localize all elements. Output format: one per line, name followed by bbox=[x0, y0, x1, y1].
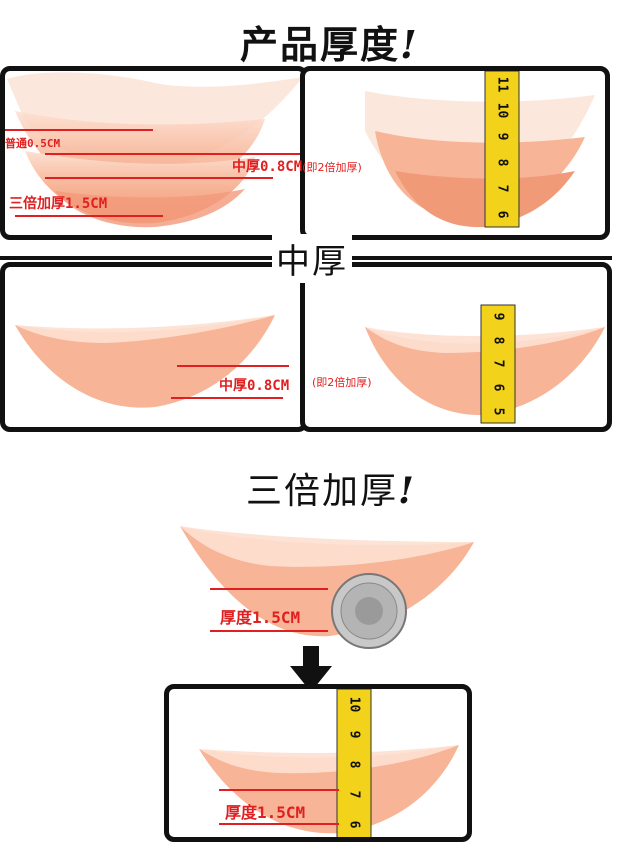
line-normal bbox=[5, 129, 153, 131]
tape-num: 7 bbox=[346, 790, 362, 798]
tape-num: 9 bbox=[346, 730, 362, 738]
line-mid-pad-bottom bbox=[171, 397, 283, 399]
label-mid-2: 中厚0.8CM bbox=[219, 375, 289, 395]
mid-pad-illustration bbox=[15, 315, 275, 408]
exclaim-mark: ! bbox=[398, 470, 416, 512]
tape-measure bbox=[484, 71, 520, 228]
tape-num: 8 bbox=[494, 158, 510, 166]
line-triple-top bbox=[210, 588, 328, 590]
panel-stacked-pads: 普通0.5CM 三倍加厚1.5CM bbox=[0, 66, 308, 240]
line-mid bbox=[45, 153, 303, 155]
tape-num: 7 bbox=[490, 360, 506, 368]
tape-num: 6 bbox=[490, 383, 506, 392]
tape-numbers-bottom: 10 9 8 7 6 bbox=[337, 689, 371, 837]
stacked-pads-tape-illustration bbox=[365, 71, 595, 228]
label-mid-1-text: 中厚0.8CM bbox=[232, 159, 303, 175]
mid-pad-tape-illustration bbox=[365, 304, 605, 424]
label-thick-b: 厚度1.5CM bbox=[225, 803, 306, 822]
line-mid-pad-top bbox=[177, 365, 289, 367]
tape-num: 6 bbox=[346, 820, 362, 828]
label-triple: 三倍加厚1.5CM bbox=[9, 196, 108, 212]
title-product-thickness: 产品厚度! bbox=[240, 14, 419, 69]
line-triple bbox=[15, 215, 163, 217]
tape-num: 6 bbox=[494, 210, 510, 218]
title-triple-thick-text: 三倍加厚 bbox=[246, 471, 399, 512]
tape-numbers-top-right: 11 10 9 8 7 6 bbox=[485, 71, 519, 227]
label-thick-a: 厚度1.5CM bbox=[220, 608, 301, 627]
panel-triple-pad-tape: 10 9 8 7 6 厚度1.5CM bbox=[164, 684, 472, 842]
tape-num: 7 bbox=[494, 184, 510, 192]
tape-num: 8 bbox=[346, 760, 362, 768]
label-mid-1: 中厚0.8CM(即2倍加厚) bbox=[232, 156, 362, 176]
line-bottom-bottom bbox=[219, 823, 339, 825]
tape-num: 8 bbox=[490, 336, 506, 345]
tape-num: 11 bbox=[494, 76, 510, 92]
triple-pad-tape-illustration bbox=[199, 689, 459, 837]
title-triple-thick: 三倍加厚! bbox=[246, 462, 416, 514]
down-arrow-icon bbox=[290, 646, 332, 692]
tape-num: 10 bbox=[494, 102, 510, 118]
title-product-thickness-text: 产品厚度 bbox=[240, 22, 401, 67]
tape-numbers-mid-right: 9 8 7 6 5 bbox=[481, 305, 515, 423]
tape-num: 10 bbox=[346, 696, 362, 712]
exclaim-mark: ! bbox=[400, 22, 419, 67]
label-normal: 普通0.5CM bbox=[5, 137, 61, 150]
tape-num: 9 bbox=[490, 312, 506, 321]
label-mid-2-note: (即2倍加厚) bbox=[312, 376, 372, 389]
label-mid-2-text: 中厚0.8CM bbox=[219, 378, 290, 394]
panel-mid-pad: 中厚0.8CM bbox=[0, 262, 308, 432]
line-bottom-top bbox=[219, 789, 339, 791]
line-mid-2 bbox=[45, 177, 273, 179]
label-mid-1-note: (即2倍加厚) bbox=[302, 161, 362, 174]
tape-num: 5 bbox=[490, 407, 506, 416]
title-mid-thick: 中厚 bbox=[272, 234, 352, 283]
coin-icon bbox=[330, 572, 408, 654]
tape-num: 9 bbox=[494, 132, 510, 140]
line-triple-bottom bbox=[210, 630, 328, 632]
panel-mid-pad-tape: 9 8 7 6 5 bbox=[300, 262, 612, 432]
panel-stacked-pads-tape: 11 10 9 8 7 6 bbox=[300, 66, 610, 240]
